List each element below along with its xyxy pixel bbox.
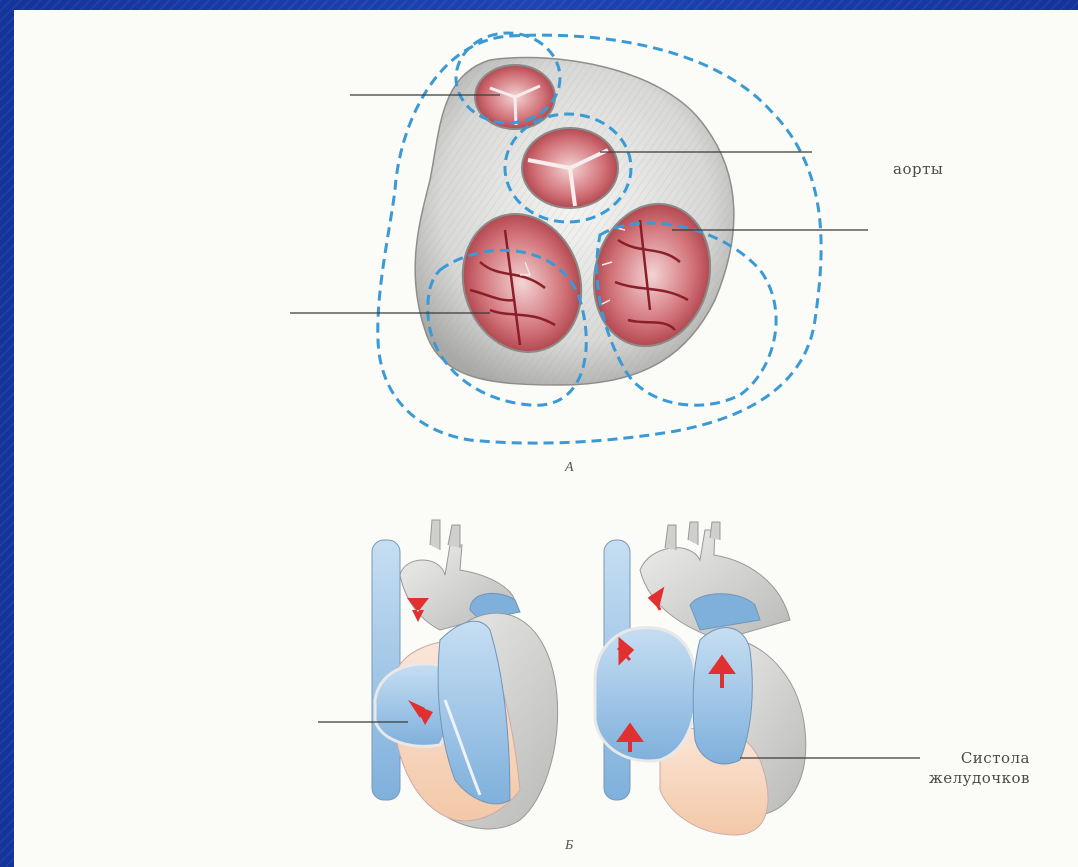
figure-b-letter: Б	[565, 838, 573, 854]
systole-label-line2: желудочков	[900, 768, 1030, 788]
ventricular-systole-label: Систола желудочков	[900, 748, 1030, 788]
figure-a-letter: А	[565, 460, 574, 476]
figure-a	[290, 33, 868, 443]
heart-systole	[595, 522, 806, 835]
systole-label-line1: Систола	[900, 748, 1030, 768]
aortic-valve	[522, 128, 618, 208]
heart-diastole	[372, 520, 558, 829]
aorta-label: аорты	[893, 160, 943, 178]
figure-b	[318, 520, 920, 835]
